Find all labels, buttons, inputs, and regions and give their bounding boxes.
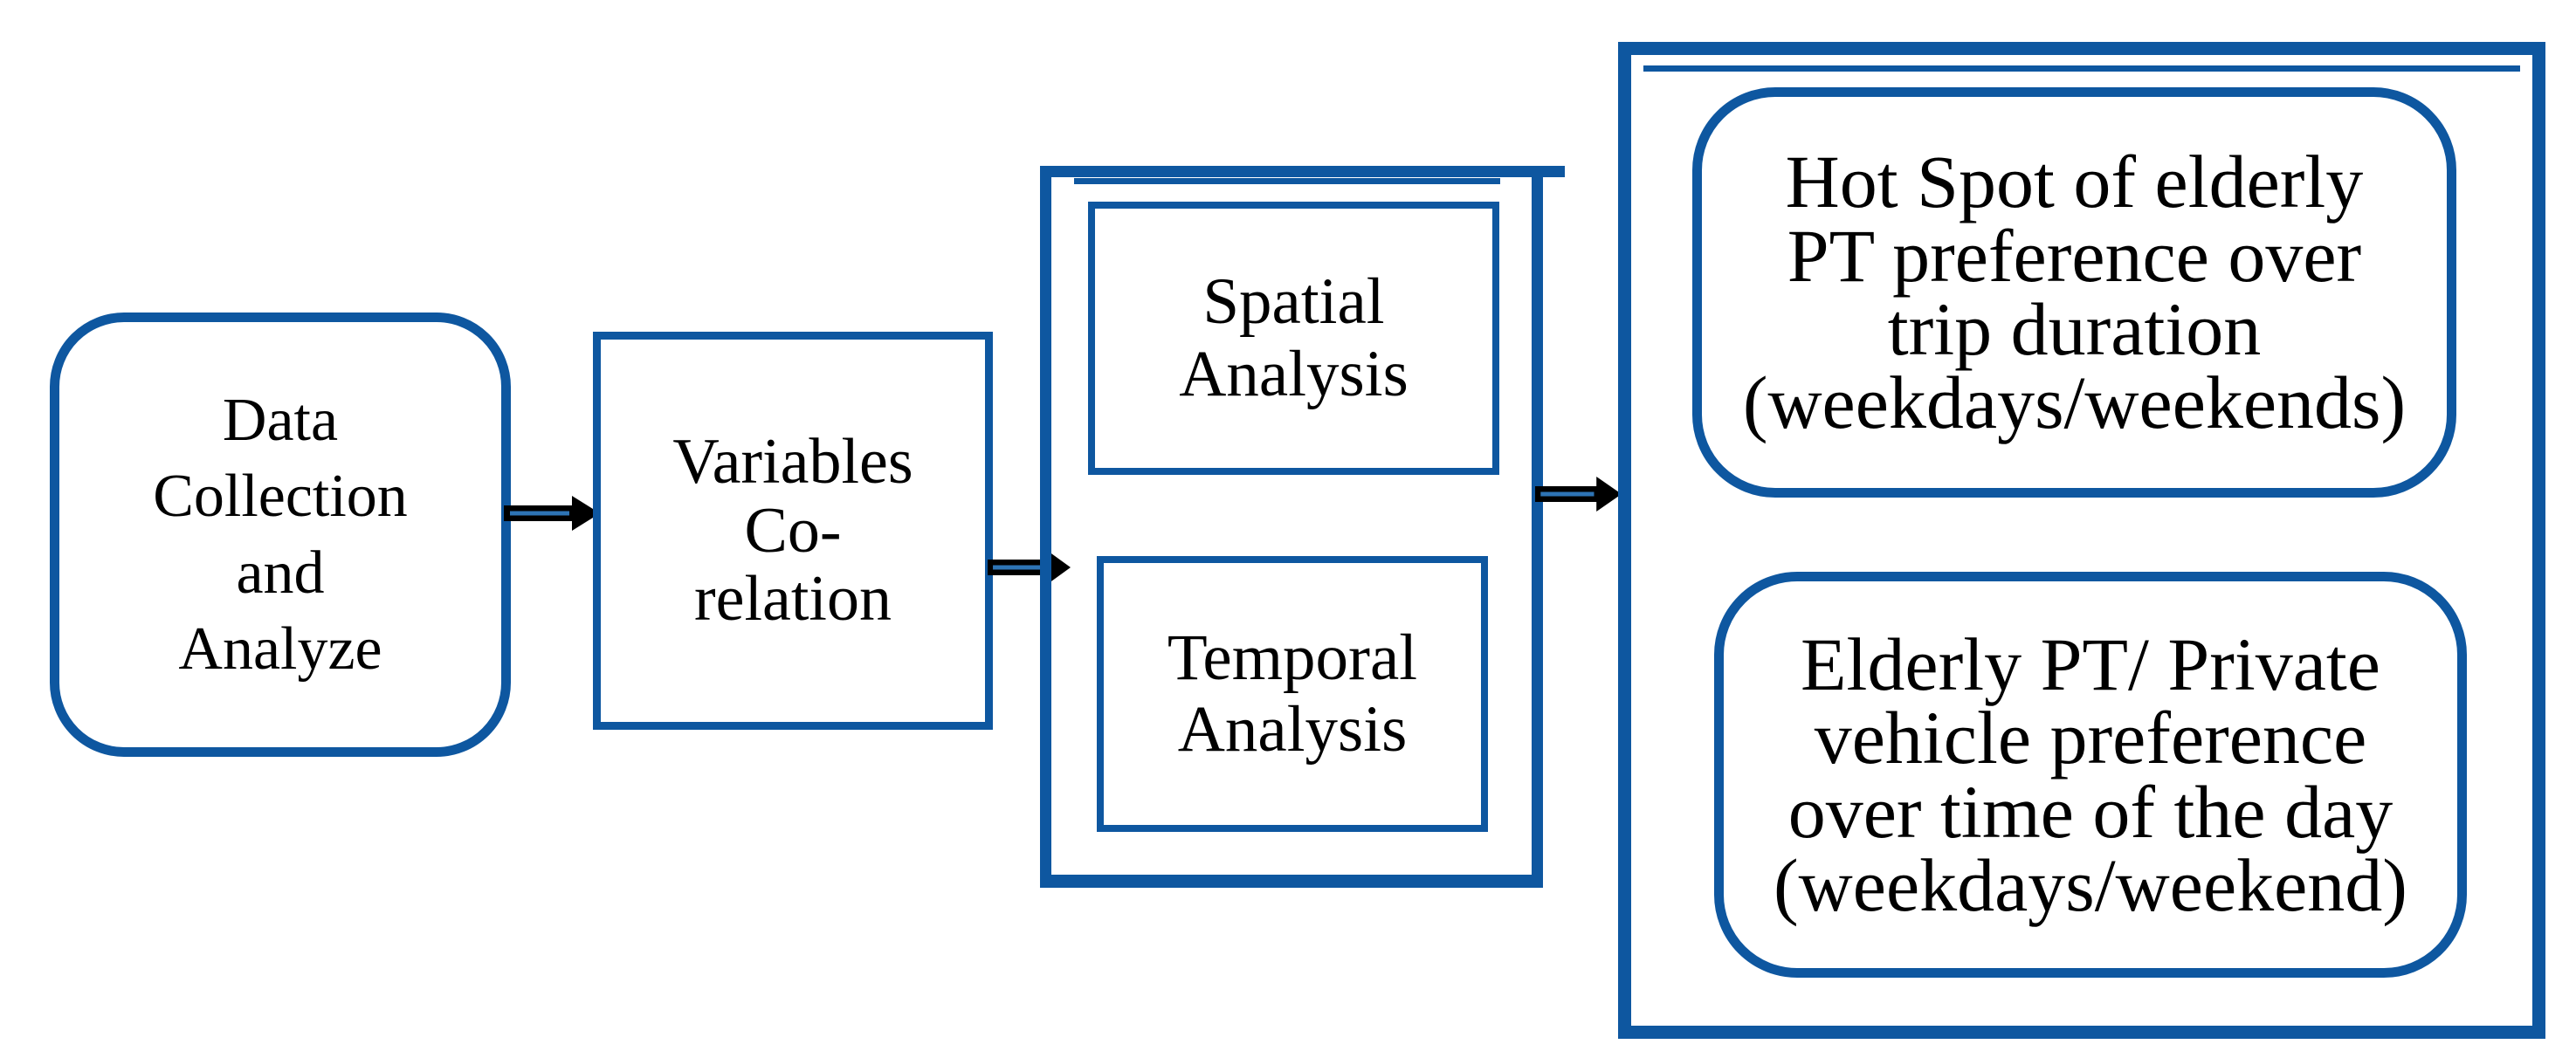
node-elderly-pt-result-label: Elderly PT/ Private vehicle preference o…	[1724, 622, 2457, 927]
node-hotspot-result-label: Hot Spot of elderly PT preference over t…	[1702, 140, 2447, 445]
text-line: (weekdays/weekend)	[1774, 842, 2407, 927]
text-line: Data	[222, 386, 339, 454]
analysis-group-container	[1040, 166, 1543, 888]
text-line: Analysis	[1179, 337, 1409, 410]
text-line: over time of the day	[1787, 769, 2393, 854]
node-temporal-analysis: Temporal Analysis	[1097, 556, 1488, 832]
arrow-analysis-to-results-icon	[1535, 477, 1622, 512]
text-line: Co-	[744, 494, 842, 567]
results-group-container	[1618, 42, 2545, 1039]
container-double-stroke-line	[1643, 65, 2520, 72]
text-line: trip duration	[1887, 287, 2262, 371]
node-spatial-analysis: Spatial Analysis	[1088, 202, 1499, 475]
container-stroke-overshoot	[1540, 166, 1565, 177]
text-line: (weekdays/weekends)	[1742, 361, 2407, 445]
node-hotspot-result: Hot Spot of elderly PT preference over t…	[1692, 87, 2456, 498]
text-line: Collection	[153, 463, 408, 530]
text-line: Analyze	[178, 615, 382, 683]
container-double-stroke-line	[1074, 178, 1500, 184]
node-variables-corelation-label: Variables Co- relation	[601, 426, 985, 635]
arrow-data-to-variables-icon	[504, 496, 600, 531]
text-line: Variables	[672, 426, 913, 498]
node-spatial-analysis-label: Spatial Analysis	[1095, 265, 1492, 410]
text-line: Elderly PT/ Private	[1801, 622, 2380, 706]
text-line: Temporal	[1167, 621, 1418, 694]
text-line: relation	[693, 563, 892, 635]
text-line: Analysis	[1177, 693, 1408, 766]
text-line: Hot Spot of elderly	[1785, 140, 2364, 224]
text-line: Spatial	[1202, 265, 1385, 338]
node-variables-corelation: Variables Co- relation	[593, 332, 993, 730]
text-line: and	[236, 539, 325, 607]
node-data-collection: Data Collection and Analyze	[50, 313, 511, 757]
node-temporal-analysis-label: Temporal Analysis	[1104, 622, 1481, 766]
node-data-collection-label: Data Collection and Analyze	[59, 382, 501, 688]
node-elderly-pt-result: Elderly PT/ Private vehicle preference o…	[1714, 572, 2467, 978]
text-line: PT preference over	[1787, 213, 2362, 298]
text-line: vehicle preference	[1814, 696, 2367, 780]
